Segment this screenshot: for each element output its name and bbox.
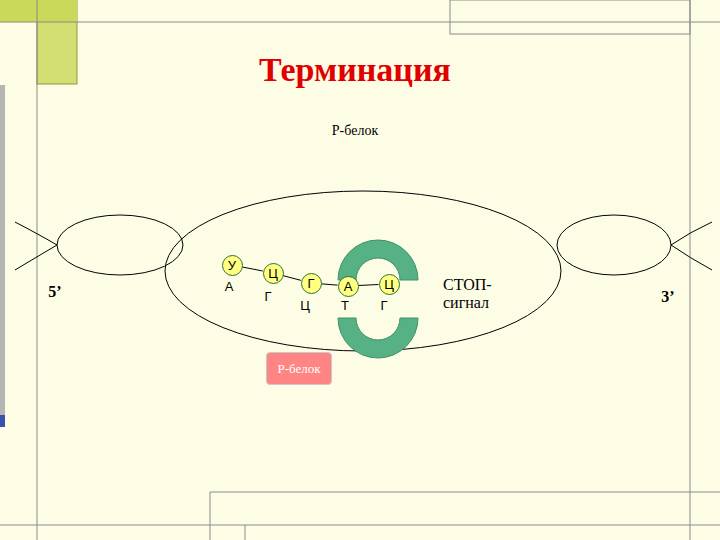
rna-backbone xyxy=(358,284,378,286)
slide-title: Терминация xyxy=(259,51,451,89)
rna-nucleotide: А xyxy=(338,276,359,297)
node-text: Г xyxy=(307,277,314,290)
dna-strand xyxy=(15,222,57,270)
frame-line xyxy=(0,525,720,526)
dna-base: Ц xyxy=(300,299,310,314)
side-bar xyxy=(0,85,5,415)
corner-bar xyxy=(0,0,77,22)
stop-clamp xyxy=(338,240,418,280)
side-bar xyxy=(0,415,5,427)
node-text: Ц xyxy=(268,267,278,280)
node-text: Ц xyxy=(384,278,394,291)
frame-line xyxy=(0,22,720,23)
rho-protein-box: Р-белок xyxy=(266,352,331,385)
frame-line xyxy=(210,492,211,540)
frame-box xyxy=(450,0,690,34)
stop-clamp xyxy=(338,318,418,358)
frame-line xyxy=(690,0,691,540)
polymerase-outline xyxy=(165,191,561,351)
frame-line xyxy=(245,525,246,540)
rna-nucleotide: Г xyxy=(301,273,322,294)
frame-line xyxy=(210,492,720,493)
rna-backbone xyxy=(321,284,337,285)
frame-line xyxy=(37,0,38,540)
dna-bubble xyxy=(57,215,183,275)
rna-nucleotide: Ц xyxy=(379,274,400,295)
protein-label: Р-белок xyxy=(332,123,378,139)
rna-nucleotide: Ц xyxy=(263,263,284,284)
dna-base: Г xyxy=(264,290,271,305)
stop-signal-label: СТОП- сигнал xyxy=(443,276,505,313)
strand-end: 5’ xyxy=(48,283,61,301)
dna-base: Т xyxy=(341,299,349,314)
dna-strand xyxy=(671,222,712,270)
dna-base: Г xyxy=(380,299,387,314)
dna-bubble xyxy=(557,215,671,275)
strand-end: 3’ xyxy=(661,288,674,306)
node-text: У xyxy=(228,259,236,272)
rna-nucleotide: У xyxy=(222,255,243,276)
rna-backbone xyxy=(283,276,301,281)
node-text: Р-белок xyxy=(277,362,320,375)
rna-backbone xyxy=(242,267,262,271)
dna-base: А xyxy=(225,280,234,295)
node-text: А xyxy=(344,280,353,293)
